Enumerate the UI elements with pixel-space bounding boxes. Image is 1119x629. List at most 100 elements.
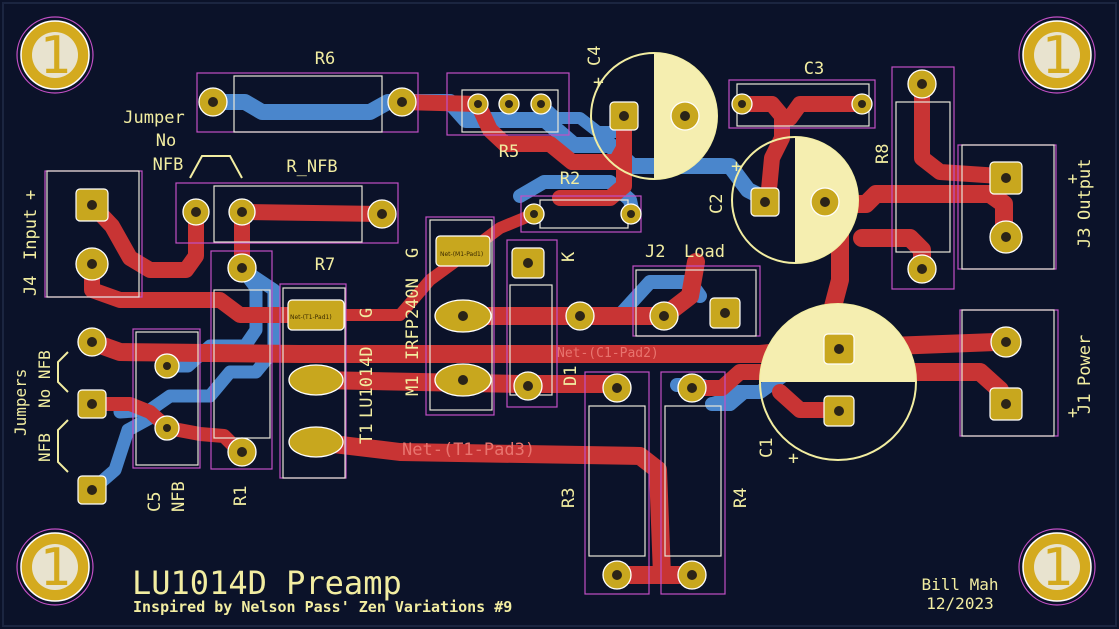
silk-r6-body: [233, 75, 383, 133]
trace-c4-r2: [552, 110, 632, 206]
pad-text-t1: Net-(T1-Pad1): [290, 314, 332, 321]
label-d1: D1: [561, 366, 581, 386]
back-trace-r5-c4: [535, 98, 628, 138]
label-r7: R7: [315, 255, 335, 275]
label-jumper-top-2: No: [156, 131, 176, 151]
pad-text-m1: Net-(M1-Pad1): [440, 251, 483, 258]
courtyard-r7: [210, 250, 273, 470]
courtyard-d1: [506, 239, 558, 408]
silk-j1-body: [961, 309, 1055, 437]
trace-rnfb: [234, 204, 390, 222]
label-r1: R1: [231, 486, 251, 506]
label-j3: J3: [1075, 228, 1095, 248]
label-c2: C2: [707, 194, 727, 214]
label-m1-g: G: [403, 248, 423, 258]
label-m1: M1: [403, 376, 423, 396]
courtyard-r4: [660, 371, 726, 595]
trace-c2-j3: [817, 185, 1013, 245]
silk-outlines: [46, 75, 1055, 557]
silk-j2-body: [635, 269, 757, 337]
courtyard-c3: [728, 79, 876, 129]
mounting-hole-bl: 1: [20, 532, 90, 602]
c2-plus: +: [731, 156, 742, 177]
label-r5: R5: [499, 142, 519, 162]
label-j1-power: Power: [1075, 335, 1095, 386]
silk-j4-body: [46, 170, 140, 298]
label-m1-value: IRFP240N: [403, 278, 423, 360]
trace-c3-c2: [734, 96, 790, 208]
label-j1: J1: [1075, 394, 1095, 414]
label-j4-plus: +: [21, 190, 41, 200]
trace-j4-gate: [84, 256, 324, 323]
courtyard-r8: [891, 66, 955, 290]
label-c1: C1: [757, 438, 777, 458]
silk-r5-body: [461, 89, 559, 133]
label-r-nfb: R_NFB: [286, 157, 337, 177]
silk-c5-body: [135, 331, 199, 466]
courtyard-h4: [1018, 528, 1096, 606]
board-subtitle: Inspired by Nelson Pass' Zen Variations …: [133, 598, 512, 616]
label-jumper-top-1: Jumper: [123, 108, 184, 128]
trace-r8-j3: [914, 76, 1008, 184]
label-jumper-top-3: NFB: [153, 155, 184, 175]
courtyard-r3: [584, 371, 650, 595]
label-c3: C3: [804, 59, 824, 79]
silk-r3-body: [588, 405, 646, 557]
mounting-hole-br: 1: [1022, 532, 1092, 602]
courtyard-c5: [132, 328, 201, 469]
silk-rnfb-body: [213, 185, 363, 243]
silk-r8-body: [895, 101, 951, 253]
mounting-hole-tr: 1: [1022, 20, 1092, 90]
svg-text:1: 1: [39, 538, 70, 598]
net-label-c1-pad2: Net-(C1-Pad2): [557, 346, 659, 361]
label-j3-output: Output: [1075, 159, 1095, 220]
board-title: LU1014D Preamp: [132, 564, 402, 602]
silk-t1-body: [282, 287, 346, 479]
courtyard-jumper-top: [175, 182, 399, 244]
board-author: Bill Mah: [921, 575, 998, 594]
courtyard-h1: [16, 16, 94, 94]
silk-r4-body: [664, 405, 722, 557]
c4-plus: +: [593, 72, 604, 93]
label-d1-k: K: [559, 251, 579, 262]
label-j3-plus: +: [1063, 174, 1083, 184]
label-c4: C4: [585, 46, 605, 66]
pad-m1-1: [435, 235, 491, 267]
pad-t1-2: [288, 364, 344, 396]
label-no-nfb-left: No NFB: [35, 350, 54, 408]
label-r8: R8: [873, 144, 893, 164]
courtyard-m1: [425, 216, 495, 416]
svg-text:1: 1: [1041, 26, 1072, 86]
label-j1-plus: +: [1063, 408, 1083, 418]
courtyard-h3: [16, 528, 94, 606]
label-r2: R2: [560, 169, 580, 189]
label-j4-input: Input: [21, 209, 41, 260]
label-r4: R4: [731, 488, 751, 508]
courtyards: [16, 16, 1096, 606]
jumper-left-bracket-top: [57, 351, 69, 393]
label-t1-g: G: [357, 308, 377, 318]
c1-plus: +: [788, 448, 799, 469]
label-jumpers-left: Jumpers: [11, 369, 30, 436]
courtyard-r5: [446, 72, 570, 136]
back-trace-c2: [705, 385, 751, 411]
pads: [75, 69, 1023, 590]
silk-j3-body: [961, 144, 1055, 270]
svg-text:1: 1: [1041, 538, 1072, 598]
board-date: 12/2023: [926, 594, 993, 613]
trace-c3-right: [782, 96, 870, 126]
silk-m1-body: [429, 219, 493, 411]
mounting-hole-tl: 1: [20, 20, 90, 90]
pad-t1-3: [288, 426, 344, 458]
label-nfb-left: NFB: [35, 433, 54, 462]
trace-j4-input: [84, 197, 204, 278]
jumper-left-bracket-bottom: [57, 419, 69, 473]
jumper-top-bracket: [189, 155, 243, 179]
trace-m1-gate-r2: [310, 208, 540, 321]
label-j2: J2: [645, 242, 665, 262]
label-r3: R3: [559, 488, 579, 508]
label-j2-load: Load: [684, 242, 725, 262]
